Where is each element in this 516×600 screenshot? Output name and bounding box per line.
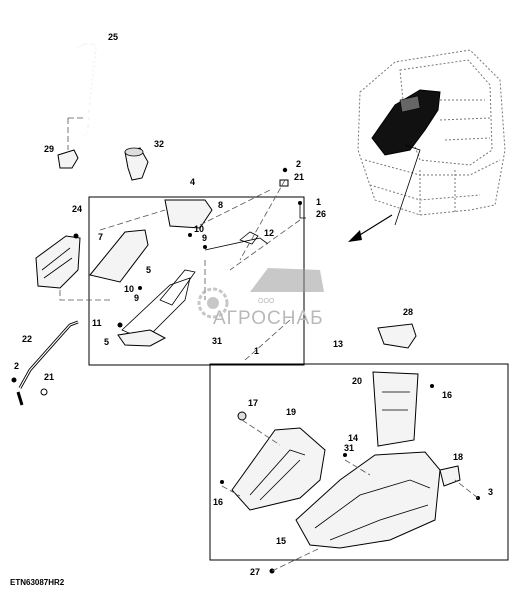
callout-27: 27 xyxy=(250,567,260,577)
callout-9b: 9 xyxy=(134,293,139,303)
callout-24: 24 xyxy=(72,204,82,214)
callout-26: 26 xyxy=(316,209,326,219)
callout-5: 5 xyxy=(146,265,151,275)
callout-8: 8 xyxy=(218,200,223,210)
callout-32: 32 xyxy=(154,139,164,149)
callout-9: 9 xyxy=(202,233,207,243)
diagram-reference-code: ETN63087HR2 xyxy=(10,578,65,587)
callout-10: 10 xyxy=(194,224,204,234)
callout-12: 12 xyxy=(264,228,274,238)
callout-20: 20 xyxy=(352,376,362,386)
hardware-top-right xyxy=(229,167,306,271)
cab-overview-illustration xyxy=(348,49,506,242)
callout-13: 13 xyxy=(333,339,343,349)
watermark-logo xyxy=(197,268,324,319)
group-box-13 xyxy=(209,363,509,561)
callout-15: 15 xyxy=(276,536,286,546)
callout-22: 22 xyxy=(22,334,32,344)
callout-10b: 10 xyxy=(124,284,134,294)
callout-4: 4 xyxy=(190,177,195,187)
strap-assembly xyxy=(57,42,97,169)
callout-18: 18 xyxy=(453,452,463,462)
watermark-company-name: АГРОСНАБ xyxy=(213,308,324,329)
callout-21b: 21 xyxy=(44,372,54,382)
callout-1b: 1 xyxy=(254,346,259,356)
callout-3: 3 xyxy=(488,487,493,497)
callout-1: 1 xyxy=(316,197,321,207)
console-panels-group-4 xyxy=(89,189,291,361)
callout-5b: 5 xyxy=(104,337,109,347)
callout-19: 19 xyxy=(286,407,296,417)
callout-29: 29 xyxy=(44,144,54,154)
callout-11: 11 xyxy=(92,318,102,328)
callout-17: 17 xyxy=(248,398,258,408)
callout-25: 25 xyxy=(108,32,118,42)
callout-2b: 2 xyxy=(14,361,19,371)
callout-31b: 31 xyxy=(344,443,354,453)
callout-16: 16 xyxy=(442,390,452,400)
callout-14: 14 xyxy=(348,433,358,443)
callout-28: 28 xyxy=(403,307,413,317)
handrail-22 xyxy=(11,320,79,406)
cup-holder-part xyxy=(124,147,149,181)
callout-2: 2 xyxy=(296,159,301,169)
storage-pocket-24 xyxy=(35,233,110,301)
callout-21: 21 xyxy=(294,172,304,182)
callout-16b: 16 xyxy=(213,497,223,507)
callout-7: 7 xyxy=(98,232,103,242)
console-assembly-13 xyxy=(220,323,480,574)
callout-31: 31 xyxy=(212,336,222,346)
callout-labels: 25 29 32 4 8 2 21 1 26 24 7 10 9 12 5 10… xyxy=(14,32,493,577)
watermark-company-prefix: ООО xyxy=(258,298,275,305)
